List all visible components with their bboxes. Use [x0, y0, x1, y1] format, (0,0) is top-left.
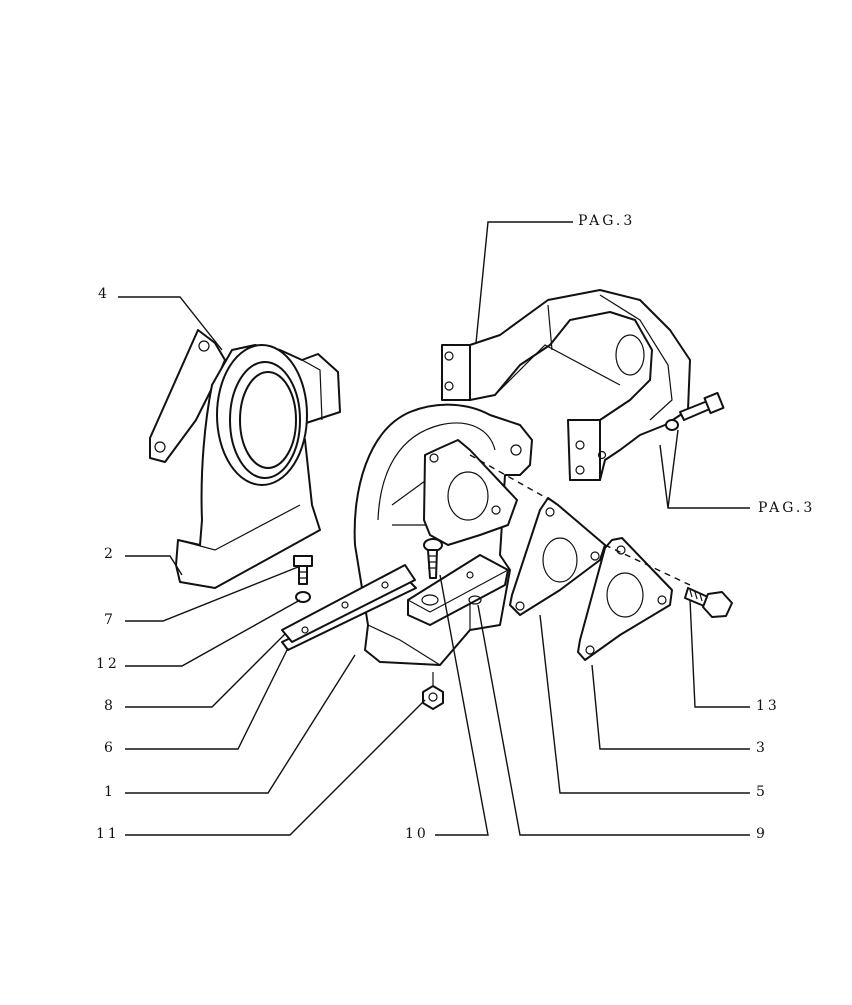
callout-8: 8 — [104, 698, 116, 714]
callout-6: 6 — [104, 740, 116, 756]
part-7-bolt — [293, 555, 313, 585]
callout-13: 13 — [756, 698, 780, 714]
part-13-bolt — [684, 587, 733, 618]
callout-pag-right: PAG.3 — [758, 500, 815, 516]
part-9-pad — [407, 554, 509, 626]
callout-3: 3 — [756, 740, 768, 756]
callout-4: 4 — [98, 286, 110, 302]
yoke-bolt — [665, 391, 725, 431]
front-axle-yoke — [441, 289, 691, 481]
part-4-bearing-bracket — [149, 329, 341, 589]
housing-flange — [423, 439, 518, 546]
callout-12: 12 — [96, 656, 120, 672]
leader-lines — [118, 221, 750, 836]
part-11-nut — [422, 672, 444, 710]
callout-9: 9 — [756, 826, 768, 842]
assembly-axis-line — [469, 454, 691, 586]
callout-10: 10 — [405, 826, 429, 842]
callout-7: 7 — [104, 612, 116, 628]
callout-1: 1 — [104, 784, 116, 800]
callout-pag-top: PAG.3 — [578, 213, 635, 229]
callout-2: 2 — [104, 546, 116, 562]
part-10-screw — [423, 538, 443, 579]
part-5-spacer-plate — [509, 497, 606, 616]
part-8-slide-plate — [281, 564, 416, 643]
callout-11: 11 — [96, 826, 120, 842]
callout-5: 5 — [756, 784, 768, 800]
